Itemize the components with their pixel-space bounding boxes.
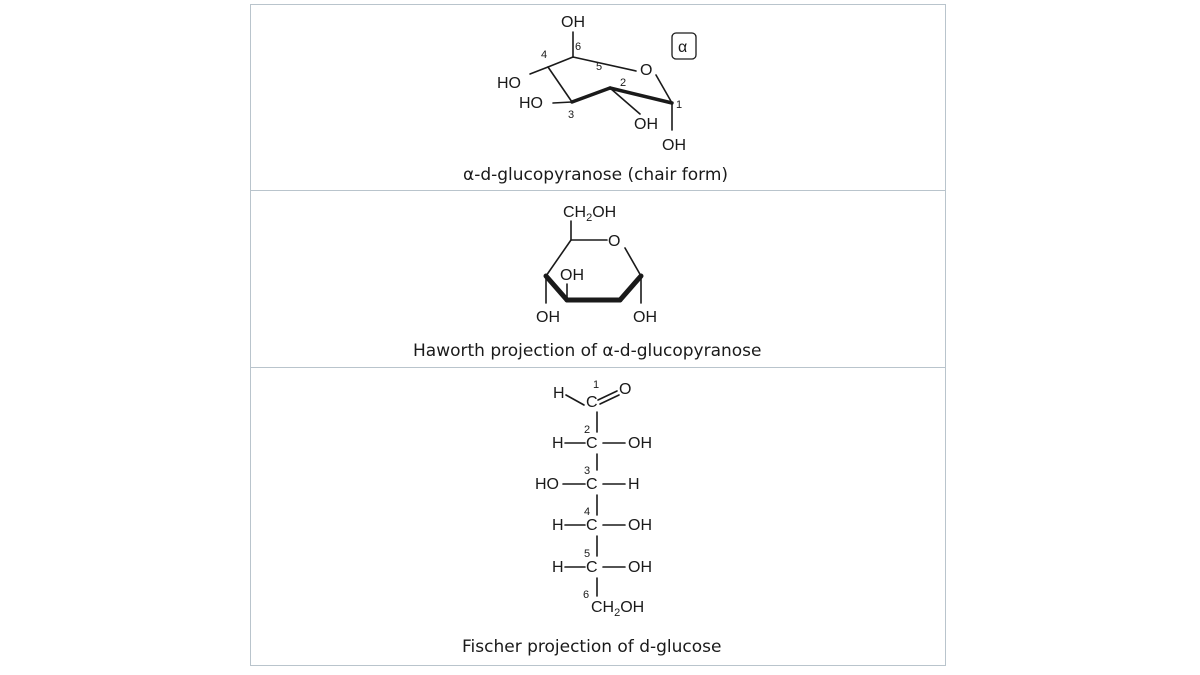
fischer-row-3-left: HO <box>535 476 559 493</box>
figure-frame <box>250 4 946 666</box>
fischer-row-3-right: H <box>628 476 640 493</box>
fischer-row-5-center: C <box>586 559 598 576</box>
bond-front-edge <box>608 86 674 105</box>
bond-c5-c4 <box>545 239 572 277</box>
atom-ring-o: O <box>608 233 620 250</box>
bond-c3-oh <box>552 101 573 104</box>
fischer-row-5-left: H <box>552 559 564 576</box>
bond-c1-o-double <box>599 394 620 405</box>
carbon-number-4: 4 <box>541 49 547 61</box>
atom-ch2oh: CH2OH <box>563 204 616 224</box>
fischer-row-2-left: H <box>552 435 564 452</box>
bond-o-c1 <box>624 247 642 277</box>
fischer-row-4-num: 4 <box>584 506 590 518</box>
atom-oh-inner: OH <box>560 267 584 284</box>
fischer-bottom-ch2oh: CH2OH <box>591 599 644 619</box>
fischer-row-1-right: O <box>619 381 631 398</box>
chair-caption: α-d-glucopyranose (chair form) <box>463 165 728 185</box>
bond-c2-oh <box>609 87 641 115</box>
panel-divider <box>250 367 946 368</box>
bond-front-c4-c3 <box>543 273 570 303</box>
fischer-row-3-center: C <box>586 476 598 493</box>
fischer-row-3-num: 3 <box>584 465 590 477</box>
atom-oh-right: OH <box>633 309 657 326</box>
fischer-row-4-center: C <box>586 517 598 534</box>
fischer-row-5-right: OH <box>628 559 652 576</box>
carbon-number-1: 1 <box>676 99 682 111</box>
atom-ho-c4: HO <box>497 75 521 92</box>
carbon-number-5: 5 <box>596 61 602 73</box>
chair-form-structure: OH HO HO OH OH O 1 2 3 4 5 6 α α-d-gluco… <box>463 14 728 185</box>
haworth-structure: CH2OH O OH OH OH Haworth projection of α… <box>413 204 761 361</box>
atom-oh-c2: OH <box>634 116 658 133</box>
fischer-row-2-center: C <box>586 435 598 452</box>
bond-o-c1 <box>655 74 673 104</box>
fischer-row-2-num: 2 <box>584 424 590 436</box>
bond-c1-o-double <box>597 390 618 401</box>
anomer-badge-box <box>671 32 697 60</box>
carbon-number-2: 2 <box>620 77 626 89</box>
fischer-row-6-num: 6 <box>583 589 589 601</box>
carbon-number-3: 3 <box>568 109 574 121</box>
bond-c5-o <box>572 56 637 72</box>
fischer-row-1-center: C <box>586 394 598 411</box>
carbon-number-6: 6 <box>575 41 581 53</box>
anomer-badge: α <box>678 39 687 56</box>
fischer-row-2-right: OH <box>628 435 652 452</box>
atom-oh-c6: OH <box>561 14 585 31</box>
fischer-row-4-left: H <box>552 517 564 534</box>
atom-oh-c1: OH <box>662 137 686 154</box>
panel-divider <box>250 190 946 191</box>
bond-c4-c5 <box>547 56 574 68</box>
atom-oh-left: OH <box>536 309 560 326</box>
haworth-caption: Haworth projection of α-d-glucopyranose <box>413 341 761 361</box>
atom-ho-c3: HO <box>519 95 543 112</box>
fischer-structure: H 1 C O H 2 C OH HO 3 C H H 4 C OH H <box>462 379 721 657</box>
fischer-row-1-num: 1 <box>593 379 599 391</box>
fischer-row-1-left: H <box>553 385 565 402</box>
bond-front-c2-c1 <box>617 273 644 303</box>
fischer-row-5-num: 5 <box>584 548 590 560</box>
bond-h-c1 <box>565 394 585 406</box>
fischer-row-4-right: OH <box>628 517 652 534</box>
bond-c3-c4 <box>547 66 573 103</box>
bond-front-edge <box>570 86 612 104</box>
fischer-caption: Fischer projection of d-glucose <box>462 637 721 657</box>
atom-ring-o: O <box>640 62 652 79</box>
bond-c4-oh <box>529 66 549 75</box>
